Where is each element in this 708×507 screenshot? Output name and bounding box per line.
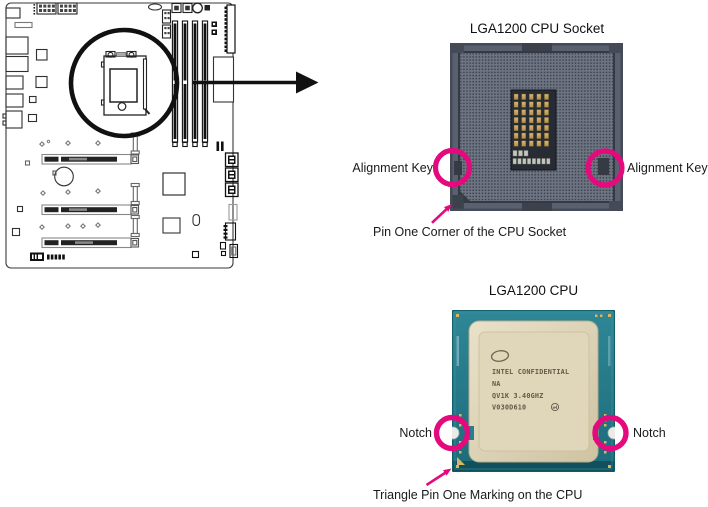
alignment-key-label-left: Alignment Key: [352, 161, 433, 175]
socket-title: LGA1200 CPU Socket: [469, 21, 605, 36]
pin-one-triangle: [457, 457, 465, 465]
cpu-caption: Triangle Pin One Marking on the CPU: [373, 488, 583, 502]
cpu-socket-art: [100, 50, 151, 116]
ihs-line4: V030D610: [492, 404, 526, 412]
notch-label-left: Notch: [399, 426, 432, 440]
socket-caption: Pin One Corner of the CPU Socket: [373, 225, 567, 239]
cpu-title: LGA1200 CPU: [488, 283, 579, 298]
motherboard-diagram: [2, 2, 319, 269]
highlight-ring-alignment-right: [585, 148, 625, 188]
alignment-key-notch-right: [598, 158, 609, 175]
ihs-emblem: e4: [553, 405, 558, 410]
alignment-key-label-right: Alignment Key: [627, 161, 708, 175]
cpu-notch-right: [607, 426, 615, 440]
right-edge-headers: [216, 141, 239, 259]
pointer-arrow: [193, 71, 319, 94]
socket-highlight-circle: [68, 27, 180, 139]
highlight-ring-notch-left: [433, 414, 471, 452]
cpu-ihs: [468, 320, 599, 463]
highlight-ring-notch-right: [592, 414, 629, 452]
cpu-photo: INTEL CONFIDENTIAL NA QV1K 3.40GHZ V030D…: [452, 310, 615, 472]
triangle-pointer-arrow: [425, 468, 452, 487]
ihs-line3: QV1K 3.40GHZ: [492, 392, 544, 400]
pin-one-pointer-arrow: [431, 204, 452, 224]
notch-label-right: Notch: [633, 426, 666, 440]
cpu-notch-left: [452, 426, 460, 440]
highlight-ring-alignment-left: [432, 147, 473, 188]
rear-io-ports: [2, 7, 48, 129]
pcie-slots: [41, 153, 140, 249]
intel-logo-outline: [490, 350, 510, 362]
atx-connector: [224, 4, 236, 54]
ihs-line2: NA: [492, 380, 501, 388]
cpu-power-connector: [33, 2, 78, 15]
ihs-line1: INTEL CONFIDENTIAL: [492, 368, 569, 376]
alignment-key-notch-left: [454, 161, 462, 175]
